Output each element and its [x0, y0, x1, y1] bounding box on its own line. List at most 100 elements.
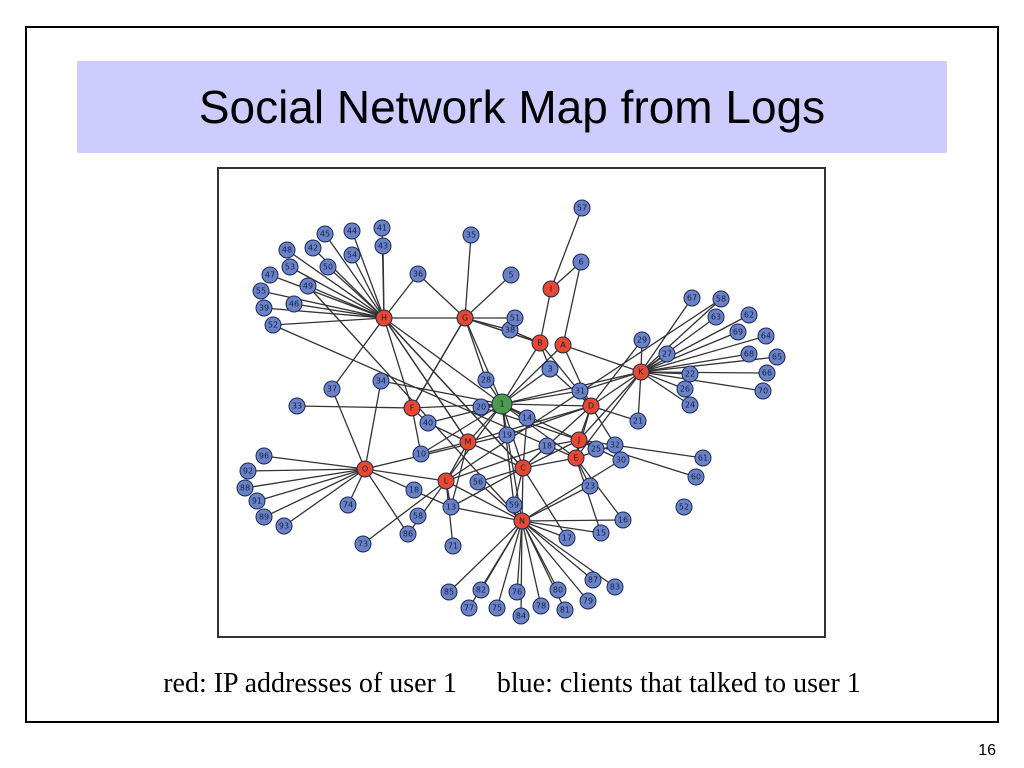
- node-label: 23: [585, 482, 595, 491]
- client-node-52: 52: [675, 498, 693, 516]
- client-node-54: 54: [343, 246, 361, 264]
- edge-K-24: [640, 371, 691, 406]
- node-circle: [339, 496, 357, 514]
- node-circle: [629, 412, 647, 430]
- client-node-56: 56: [469, 473, 487, 491]
- client-node-18: 18: [538, 437, 556, 455]
- client-node-22: 22: [681, 365, 699, 383]
- client-node-49: 49: [299, 277, 317, 295]
- client-node-62: 62: [740, 306, 758, 324]
- node-label: 17: [562, 534, 572, 543]
- client-node-17: 17: [558, 529, 576, 547]
- node-circle: [354, 535, 372, 553]
- node-circle: [549, 581, 567, 599]
- node-circle: [681, 365, 699, 383]
- ip-node-E: E: [567, 449, 585, 467]
- node-circle: [288, 397, 306, 415]
- node-label: 62: [744, 311, 754, 320]
- node-label: 76: [512, 588, 522, 597]
- node-label: 86: [403, 530, 413, 539]
- node-circle: [399, 525, 417, 543]
- node-circle: [419, 414, 437, 432]
- node-label: 83: [610, 583, 620, 592]
- node-label: 69: [733, 328, 743, 337]
- client-node-44: 44: [343, 222, 361, 240]
- node-label: J: [577, 436, 580, 445]
- node-label: 22: [685, 370, 695, 379]
- node-circle: [403, 399, 421, 417]
- node-label: 54: [347, 251, 357, 260]
- edge-H-37: [331, 317, 385, 390]
- edge-H-50: [327, 266, 385, 319]
- node-circle: [239, 462, 257, 480]
- node-label: 19: [502, 431, 512, 440]
- edge-D-19: [506, 405, 592, 436]
- edge-K-70: [640, 371, 764, 392]
- edge-C-M: [467, 441, 524, 469]
- edge-G-36: [417, 273, 466, 319]
- node-circle: [255, 508, 273, 526]
- ip-node-A: A: [554, 336, 572, 354]
- node-label: 60: [691, 473, 701, 482]
- client-node-64: 64: [757, 327, 775, 345]
- client-node-13: 13: [442, 498, 460, 516]
- client-node-65: 65: [768, 348, 786, 366]
- node-circle: [405, 481, 423, 499]
- client-node-55: 55: [252, 282, 270, 300]
- node-label: K: [638, 368, 644, 377]
- edge-N-13: [450, 506, 523, 522]
- node-label: 71: [448, 542, 458, 551]
- edge-1-31: [501, 390, 581, 405]
- node-circle: [758, 364, 776, 382]
- node-circle: [584, 571, 602, 589]
- node-circle: [323, 380, 341, 398]
- client-node-16: 16: [614, 511, 632, 529]
- node-circle: [409, 265, 427, 283]
- client-node-53: 53: [281, 258, 299, 276]
- edge-E-C: [522, 457, 577, 469]
- node-label: 30: [616, 456, 626, 465]
- client-node-69: 69: [729, 323, 747, 341]
- edge-H-43: [382, 245, 385, 319]
- node-circle: [514, 459, 532, 477]
- edge-D-29: [590, 339, 643, 407]
- node-circle: [375, 309, 393, 327]
- node-circle: [558, 529, 576, 547]
- node-circle: [587, 440, 605, 458]
- node-label: 48: [282, 246, 292, 255]
- edge-N-76: [516, 520, 523, 593]
- node-circle: [373, 219, 391, 237]
- client-node-27: 27: [658, 345, 676, 363]
- node-label: G: [462, 314, 468, 323]
- client-node-21: 21: [629, 412, 647, 430]
- client-node-32: 32: [606, 436, 624, 454]
- client-node-96: 96: [255, 447, 273, 465]
- node-label: 36: [413, 270, 423, 279]
- edges-layer: [244, 207, 778, 617]
- edge-N-30: [521, 459, 622, 522]
- edge-A-6: [562, 261, 582, 346]
- node-circle: [508, 583, 526, 601]
- ip-node-N: N: [513, 512, 531, 530]
- edge-H-47: [269, 274, 385, 319]
- client-node-25: 25: [587, 440, 605, 458]
- client-node-59: 59: [505, 496, 523, 514]
- node-label: L: [444, 477, 449, 486]
- edge-I-57: [550, 207, 583, 290]
- caption-blue-legend: blue: clients that talked to user 1: [496, 668, 861, 699]
- client-node-50: 50: [319, 258, 337, 276]
- node-circle: [554, 336, 572, 354]
- node-circle: [261, 266, 279, 284]
- node-circle: [248, 492, 266, 510]
- node-label: O: [362, 465, 368, 474]
- nodes-layer: 3561013141516171819202122232425262728293…: [236, 199, 786, 625]
- edge-K-D: [590, 371, 642, 407]
- node-label: 45: [320, 230, 330, 239]
- client-node-70: 70: [754, 382, 772, 400]
- client-node-66: 66: [758, 364, 776, 382]
- node-circle: [729, 323, 747, 341]
- node-circle: [579, 592, 597, 610]
- node-circle: [505, 496, 523, 514]
- client-node-79: 79: [579, 592, 597, 610]
- node-label: 18: [409, 486, 419, 495]
